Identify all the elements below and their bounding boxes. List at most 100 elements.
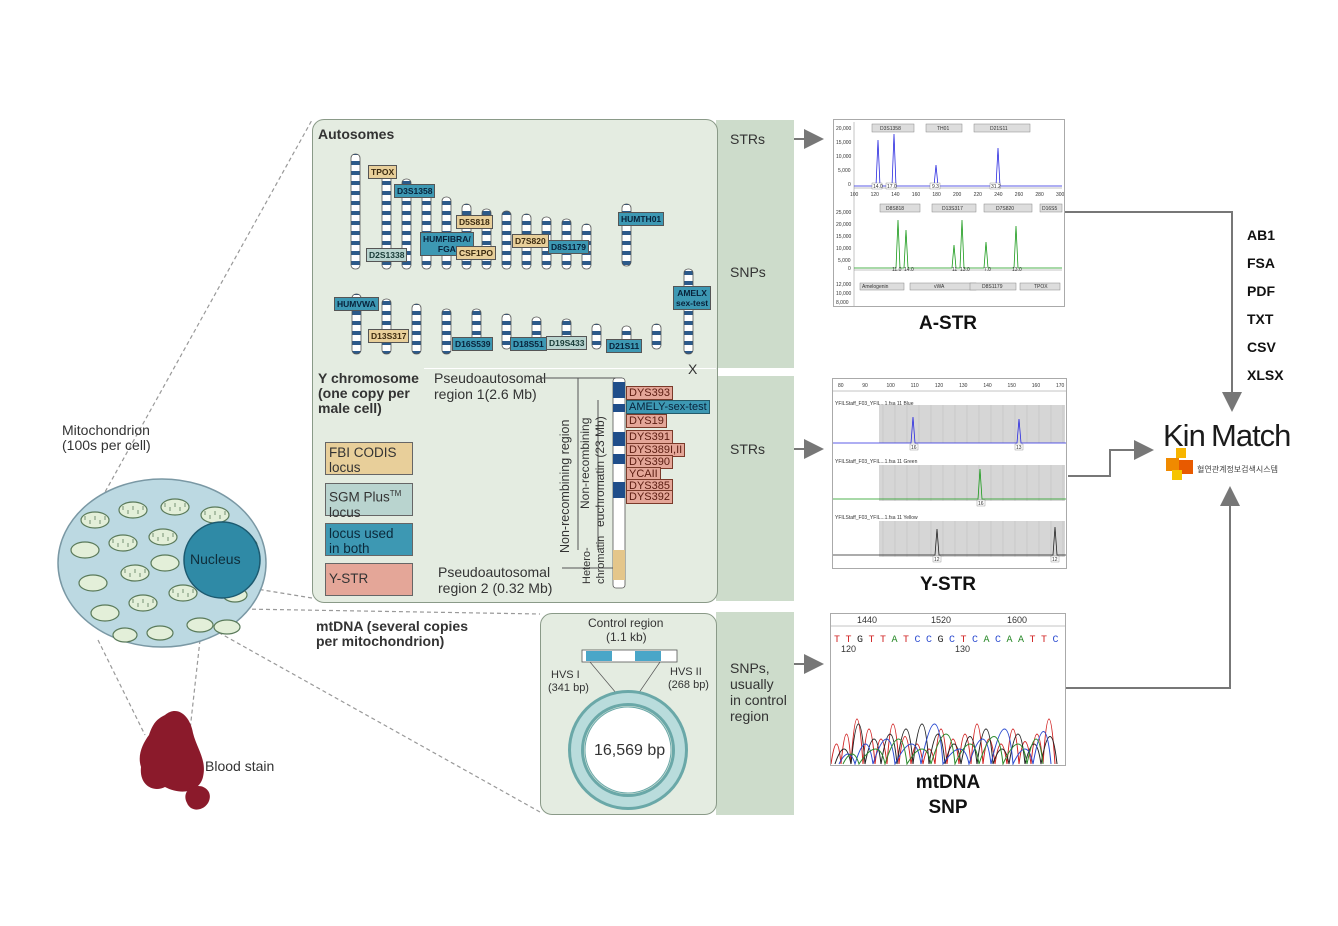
format-xlsx: XLSX xyxy=(1247,367,1284,383)
ystr-trace-label: YFILStaff_F03_YFIL...1.fsa 11 Green xyxy=(835,459,918,465)
mt-base-call: C xyxy=(926,635,932,646)
astr-xtick: 220 xyxy=(974,192,983,198)
legend-fbi-line2: locus xyxy=(329,460,361,475)
astr-xtick: 260 xyxy=(1015,192,1024,198)
hvs2-size: (268 bp) xyxy=(668,679,709,691)
y-chromosome-ideogram xyxy=(540,377,626,589)
tag-amelx: AMELX xyxy=(677,288,707,298)
astr-marker-bot: vWA xyxy=(934,284,945,290)
ystr-caption: Y-STR xyxy=(920,574,976,595)
ystr-locus-dys391: DYS391 xyxy=(626,430,673,444)
cell-illustration xyxy=(57,478,267,648)
ystr-peak: 16 xyxy=(978,501,984,507)
legend-sgm: SGM PlusTM locus xyxy=(325,483,413,520)
astr-ytick: 10,000 xyxy=(836,154,852,160)
ystr-peak: 13 xyxy=(1016,445,1022,451)
strip-label-snps-mt-2: usually xyxy=(730,676,774,692)
mt-base-call: G xyxy=(938,635,944,646)
zoom-line-blood-left xyxy=(97,639,146,736)
astr-ytick: 20,000 xyxy=(836,126,852,132)
connector-astr-kinmatch xyxy=(1064,211,1242,412)
astr-ytick: 15,000 xyxy=(836,234,852,240)
tag-d19s433: D19S433 xyxy=(546,336,588,350)
astr-ytick: 0 xyxy=(848,182,851,188)
astr-allele: 9.3 xyxy=(932,184,939,190)
ystr-peak: 12 xyxy=(1052,557,1058,563)
format-txt: TXT xyxy=(1247,311,1274,327)
tag-fga: FGA xyxy=(437,244,456,254)
kinmatch-logo: Kin Match 혈연관계정보검색시스템 xyxy=(1163,418,1303,488)
mt-base-call: T xyxy=(869,635,875,646)
astr-xtick: 180 xyxy=(932,192,941,198)
astr-ytick: 8,000 xyxy=(836,300,849,306)
ystr-black-trace xyxy=(833,526,1066,556)
legend-both-line1: locus used xyxy=(329,526,394,541)
astr-ytick: 20,000 xyxy=(836,222,852,228)
mt-base-call: C xyxy=(949,635,955,646)
astr-marker-bot: Amelogenin xyxy=(862,284,889,290)
astr-marker-top: TH01 xyxy=(937,126,949,132)
format-fsa: FSA xyxy=(1247,255,1275,271)
logo-subtitle: 혈연관계정보검색시스템 xyxy=(1197,465,1278,474)
ystr-peak: 16 xyxy=(911,445,917,451)
nonrec-label-2: Non-recombining xyxy=(578,417,592,509)
astr-allele: 14.0 xyxy=(904,267,914,273)
astr-marker-mid: D13S317 xyxy=(942,206,963,212)
astr-xtick: 140 xyxy=(891,192,900,198)
mt-base-call: A xyxy=(892,635,898,646)
blood-stain-label: Blood stain xyxy=(205,758,275,774)
mt-base-call: T xyxy=(961,635,967,646)
ystr-xtick: 150 xyxy=(1008,383,1017,389)
astr-ytick: 25,000 xyxy=(836,210,852,216)
ystr-xtick: 100 xyxy=(886,383,895,389)
tag-d16s539: D16S539 xyxy=(452,337,494,351)
strip-ychrom xyxy=(716,376,794,601)
mt-base-call: A xyxy=(1018,635,1024,646)
mt-base-call: T xyxy=(880,635,886,646)
astr-allele: 7.0 xyxy=(984,267,991,273)
mt-base-call: T xyxy=(903,635,909,646)
ystr-locus-dys19: DYS19 xyxy=(626,414,667,428)
strip-label-strs-1: STRs xyxy=(730,131,765,147)
mtdna-caption-2: SNP xyxy=(928,797,968,818)
tag-d7s820: D7S820 xyxy=(512,234,549,248)
hetero-label-1: Hetero- xyxy=(581,547,593,584)
connector-ystr-kinmatch xyxy=(1068,440,1154,477)
par1-label-1: Pseudoautosomal xyxy=(434,370,547,386)
tag-humfibra: HUMFIBRA/ xyxy=(423,234,471,244)
astr-ytick: 5,000 xyxy=(838,258,851,264)
ystr-xtick: 120 xyxy=(935,383,944,389)
ystr-locus-dys390: DYS390 xyxy=(626,455,673,469)
strip-label-snps-mt-1: SNPs, xyxy=(730,660,770,676)
mt-base-call: T xyxy=(834,635,840,646)
mt-position: 1440 xyxy=(857,615,877,625)
astr-allele: 17.0 xyxy=(887,184,897,190)
legend-both: locus used in both xyxy=(325,523,413,556)
par2-label-2: region 2 (0.32 Mb) xyxy=(438,580,553,596)
mt-base-call: T xyxy=(846,635,852,646)
astr-marker-mid: D7S820 xyxy=(996,206,1014,212)
ystr-xtick: 90 xyxy=(862,383,868,389)
astr-marker-bot: D8S1179 xyxy=(982,284,1003,290)
zoom-line-top xyxy=(94,119,313,511)
astr-ytick: 5,000 xyxy=(838,168,851,174)
astr-marker-mid: D16S5 xyxy=(1042,206,1058,212)
astr-electropherogram: 20,000 15,000 10,000 5,000 0 25,000 20,0… xyxy=(833,119,1065,307)
legend-fbi: FBI CODIS locus xyxy=(325,442,413,475)
astr-allele: 13.0 xyxy=(1012,267,1022,273)
mt-base-call: T xyxy=(1041,635,1047,646)
legend-ystr-text: Y-STR xyxy=(329,571,369,586)
mtdna-size-label: 16,569 bp xyxy=(594,742,666,759)
mtdna-caption-1: mtDNA xyxy=(915,772,981,793)
astr-xtick: 100 xyxy=(850,192,859,198)
mt-base-call: C xyxy=(1053,635,1059,646)
ystr-blue-trace xyxy=(833,416,1066,444)
mt-base-call: A xyxy=(1007,635,1013,646)
tag-humvwa: HUMVWA xyxy=(334,297,379,311)
